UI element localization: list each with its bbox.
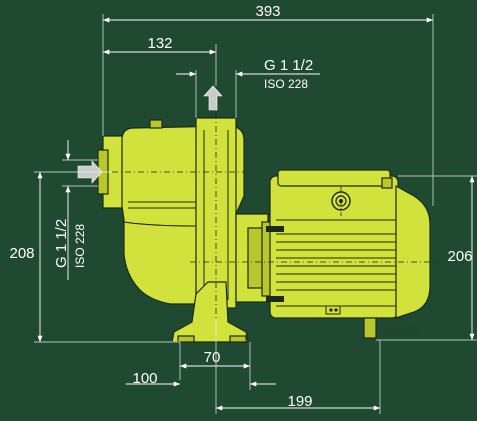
discharge-thread-label: G 1 1/2 xyxy=(264,57,313,74)
motor-height-label: 206 xyxy=(447,248,472,265)
part-code-label: 4 93 372 xyxy=(380,326,419,337)
motor-offset-label: 199 xyxy=(287,393,312,410)
fan-cover xyxy=(395,184,431,319)
motor-fins xyxy=(266,219,396,307)
dimension-lines xyxy=(34,14,477,414)
foot-offset-label: 100 xyxy=(132,370,157,387)
motor-support xyxy=(363,317,377,339)
suction-thread-label: G 1 1/2 xyxy=(53,219,70,268)
discharge-standard-label: ISO 228 xyxy=(264,77,308,91)
overall-length-label: 393 xyxy=(255,3,280,20)
suction-standard-label: ISO 228 xyxy=(73,224,87,268)
pump-illustration xyxy=(97,100,438,343)
pump-height-label: 208 xyxy=(9,245,34,262)
terminal-box xyxy=(277,169,391,187)
discharge-offset-label: 132 xyxy=(147,35,172,52)
pump-foot xyxy=(171,281,249,343)
discharge-arrow-icon xyxy=(203,85,223,111)
foot-width-label: 70 xyxy=(204,349,221,366)
